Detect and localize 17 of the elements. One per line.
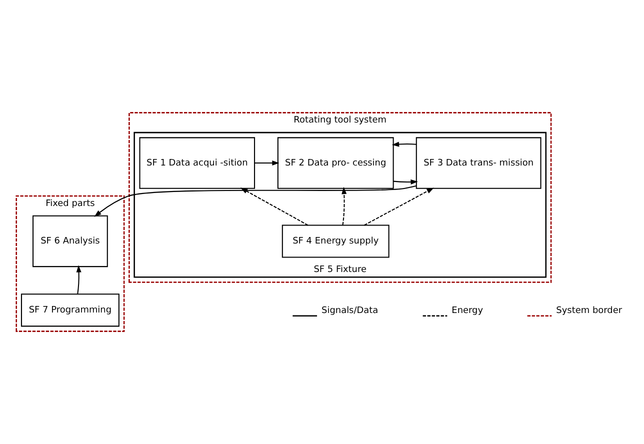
node-box: SF 7 Programming — [20, 294, 120, 327]
node-box: SF 2 Data pro- cessing — [277, 137, 394, 189]
node-box: SF 3 Data trans- mission — [416, 137, 542, 189]
node-box: SF 4 Energy supply — [282, 224, 390, 258]
arrow — [94, 185, 416, 217]
node-box: SF 6 Analysis — [32, 215, 108, 268]
arrow — [364, 188, 434, 226]
arrow — [342, 186, 347, 226]
arrow — [392, 142, 416, 147]
arrow — [240, 188, 308, 226]
legend-label: System border — [556, 306, 622, 316]
node-box: SF 1 Data acqui -sition — [139, 137, 256, 189]
arrow — [393, 179, 418, 184]
arrow — [254, 160, 280, 166]
legend-label: Signals/Data — [322, 306, 378, 316]
legend-label: Energy — [452, 306, 484, 316]
arrow — [76, 265, 82, 294]
